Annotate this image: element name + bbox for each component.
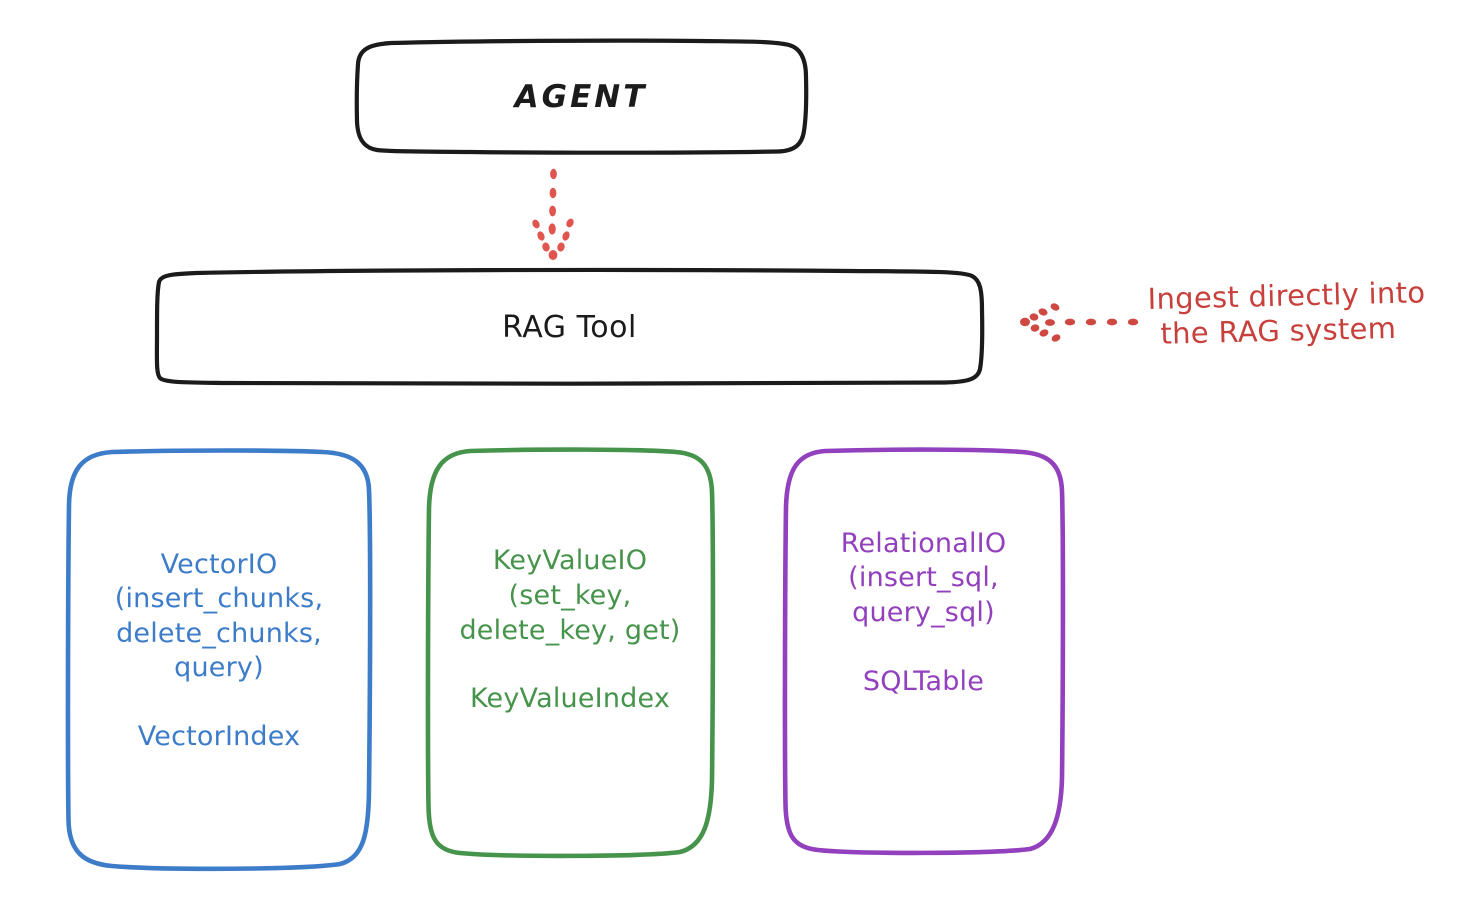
rag-tool-label: RAG Tool [502, 309, 637, 345]
ingest-annotation-line-2: the RAG system [1160, 311, 1397, 352]
agent-to-rag-arrow [532, 168, 574, 260]
rag-tool-node[interactable]: RAG Tool [157, 272, 982, 382]
vector-io-index-label: VectorIndex [137, 720, 301, 752]
vector-io-node[interactable]: VectorIO (insert_chunks, delete_chunks, … [68, 450, 370, 868]
relational-io-index-label: SQLTable [862, 665, 985, 697]
key-value-io-api-label: KeyValueIO (set_key, delete_key, get) [459, 545, 681, 646]
vector-io-api-label: VectorIO (insert_chunks, delete_chunks, … [114, 548, 324, 684]
relational-io-node[interactable]: RelationalIO (insert_sql, query_sql) SQL… [785, 450, 1062, 852]
agent-label: AGENT [514, 79, 648, 115]
key-value-io-node[interactable]: KeyValueIO (set_key, delete_key, get) Ke… [428, 450, 712, 855]
ingest-annotation: Ingest directly into the RAG system [1147, 274, 1479, 353]
ingest-annotation-line-1: Ingest directly into [1147, 275, 1426, 317]
relational-io-api-label: RelationalIO (insert_sql, query_sql) [840, 527, 1007, 628]
agent-node[interactable]: AGENT [357, 42, 805, 152]
ingest-to-rag-arrow [1020, 303, 1139, 342]
key-value-io-index-label: KeyValueIndex [469, 683, 671, 715]
